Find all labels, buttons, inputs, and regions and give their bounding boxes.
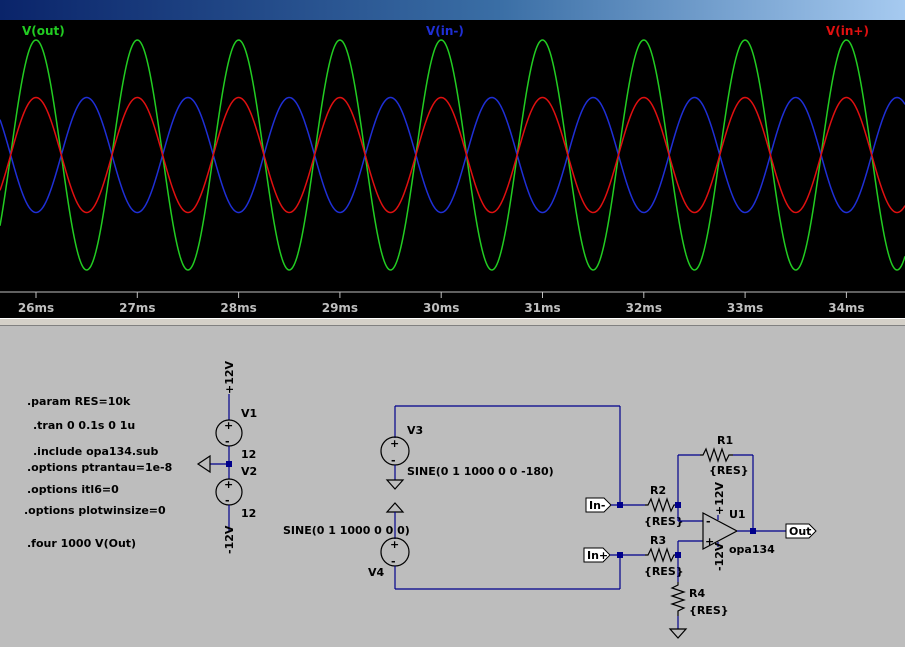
trace-v-out- — [0, 39, 905, 271]
u1-name: U1 — [729, 508, 746, 521]
schematic-pane[interactable]: .param RES=10k .tran 0 0.1s 0 1u .includ… — [0, 326, 905, 647]
x-tick-label: 33ms — [727, 301, 763, 315]
resistor-r4[interactable]: R4 {RES} — [668, 555, 729, 639]
v1-minus-sign: - — [225, 435, 230, 448]
title-bar — [0, 0, 905, 20]
r2-name: R2 — [650, 484, 666, 497]
v2-value: 12 — [241, 507, 256, 520]
waveform-plot[interactable]: 26ms 27ms 28ms 29ms 30ms 31ms 32ms 33ms 34ms V(o… — [0, 20, 905, 318]
x-tick-label: 31ms — [524, 301, 560, 315]
v4-ground-icon — [385, 502, 405, 513]
r3-value: {RES} — [644, 565, 684, 578]
supply-pos-label: +12V — [223, 360, 236, 394]
net-label-in-minus[interactable]: In- — [585, 497, 645, 513]
ground-icon — [196, 454, 211, 474]
source-v4[interactable]: + - SINE(0 1 1000 0 0 0) V4 — [283, 502, 621, 590]
v2-plus-sign: + — [224, 478, 233, 491]
v4-value: SINE(0 1 1000 0 0 0) — [283, 524, 410, 537]
v1-plus-sign: + — [224, 419, 233, 432]
v3-ground-icon — [385, 479, 405, 490]
trace-label-vin-minus[interactable]: V(in-) — [426, 24, 464, 38]
u1-model: opa134 — [729, 543, 775, 556]
v4-name: V4 — [368, 566, 385, 579]
schematic-svg: .param RES=10k .tran 0 0.1s 0 1u .includ… — [24, 360, 817, 639]
v1-value: 12 — [241, 448, 256, 461]
r3-name: R3 — [650, 534, 666, 547]
directive-options-plotwinsize[interactable]: .options plotwinsize=0 — [24, 504, 166, 517]
directive-options-ptrantau[interactable]: .options ptrantau=1e-8 — [27, 461, 172, 474]
trace-v-in- — [0, 96, 905, 214]
trace-v-in- — [0, 96, 905, 214]
x-tick-label: 29ms — [322, 301, 358, 315]
x-tick-label: 32ms — [626, 301, 662, 315]
x-tick-label: 26ms — [18, 301, 54, 315]
net-label-out[interactable]: Out — [785, 523, 817, 539]
v4-plus-sign: + — [390, 538, 399, 551]
r4-ground-icon — [668, 628, 688, 639]
opamp-noninv-sign: + — [705, 535, 714, 548]
supply-neg-label: -12V — [223, 525, 236, 554]
opamp-u1[interactable]: - + +12V -12V U1 opa134 — [677, 481, 786, 571]
supply-v1-v2[interactable]: +12V + - V1 12 V2 + - 12 -12V — [196, 360, 257, 554]
net-label-in-plus[interactable]: In+ — [583, 547, 645, 563]
directive-param[interactable]: .param RES=10k — [27, 395, 131, 408]
net-in-minus-text: In- — [589, 499, 606, 512]
trace-label-vin-plus[interactable]: V(in+) — [826, 24, 869, 38]
v2-minus-sign: - — [225, 494, 230, 507]
v3-plus-sign: + — [390, 437, 399, 450]
waveform-svg: 26ms 27ms 28ms 29ms 30ms 31ms 32ms 33ms 34ms V(o… — [0, 24, 905, 315]
directive-include[interactable]: .include opa134.sub — [33, 445, 158, 458]
v3-name: V3 — [407, 424, 423, 437]
trace-label-vout[interactable]: V(out) — [22, 24, 65, 38]
resistor-r2[interactable]: R2 {RES} — [644, 484, 684, 528]
v3-value: SINE(0 1 1000 0 0 -180) — [407, 465, 554, 478]
directive-tran[interactable]: .tran 0 0.1s 0 1u — [33, 419, 135, 432]
resistor-r1[interactable]: R1 {RES} — [677, 434, 754, 531]
v2-name: V2 — [241, 465, 257, 478]
net-out-text: Out — [789, 525, 811, 538]
r2-value: {RES} — [644, 515, 684, 528]
directive-four[interactable]: .four 1000 V(Out) — [27, 537, 136, 550]
gnd-junction — [226, 461, 232, 467]
opamp-inv-sign: - — [706, 515, 711, 528]
opamp-vpos-label: +12V — [713, 481, 726, 515]
pane-splitter[interactable] — [0, 318, 905, 326]
v4-minus-sign: - — [391, 555, 396, 568]
r4-name: R4 — [689, 587, 705, 600]
x-tick-label: 30ms — [423, 301, 459, 315]
v1-name: V1 — [241, 407, 257, 420]
r1-name: R1 — [717, 434, 733, 447]
opamp-triangle — [702, 512, 739, 550]
opamp-vneg-label: -12V — [713, 542, 726, 571]
x-tick-label: 27ms — [119, 301, 155, 315]
net-in-plus-text: In+ — [587, 549, 608, 562]
source-v3[interactable]: + - V3 SINE(0 1 1000 0 0 -180) — [380, 405, 621, 505]
x-tick-label: 28ms — [220, 301, 256, 315]
resistor-r3[interactable]: R3 {RES} — [644, 534, 684, 578]
directive-options-itl6[interactable]: .options itl6=0 — [27, 483, 119, 496]
v3-minus-sign: - — [391, 454, 396, 467]
x-tick-label: 34ms — [828, 301, 864, 315]
r1-value: {RES} — [709, 464, 749, 477]
r4-value: {RES} — [689, 604, 729, 617]
